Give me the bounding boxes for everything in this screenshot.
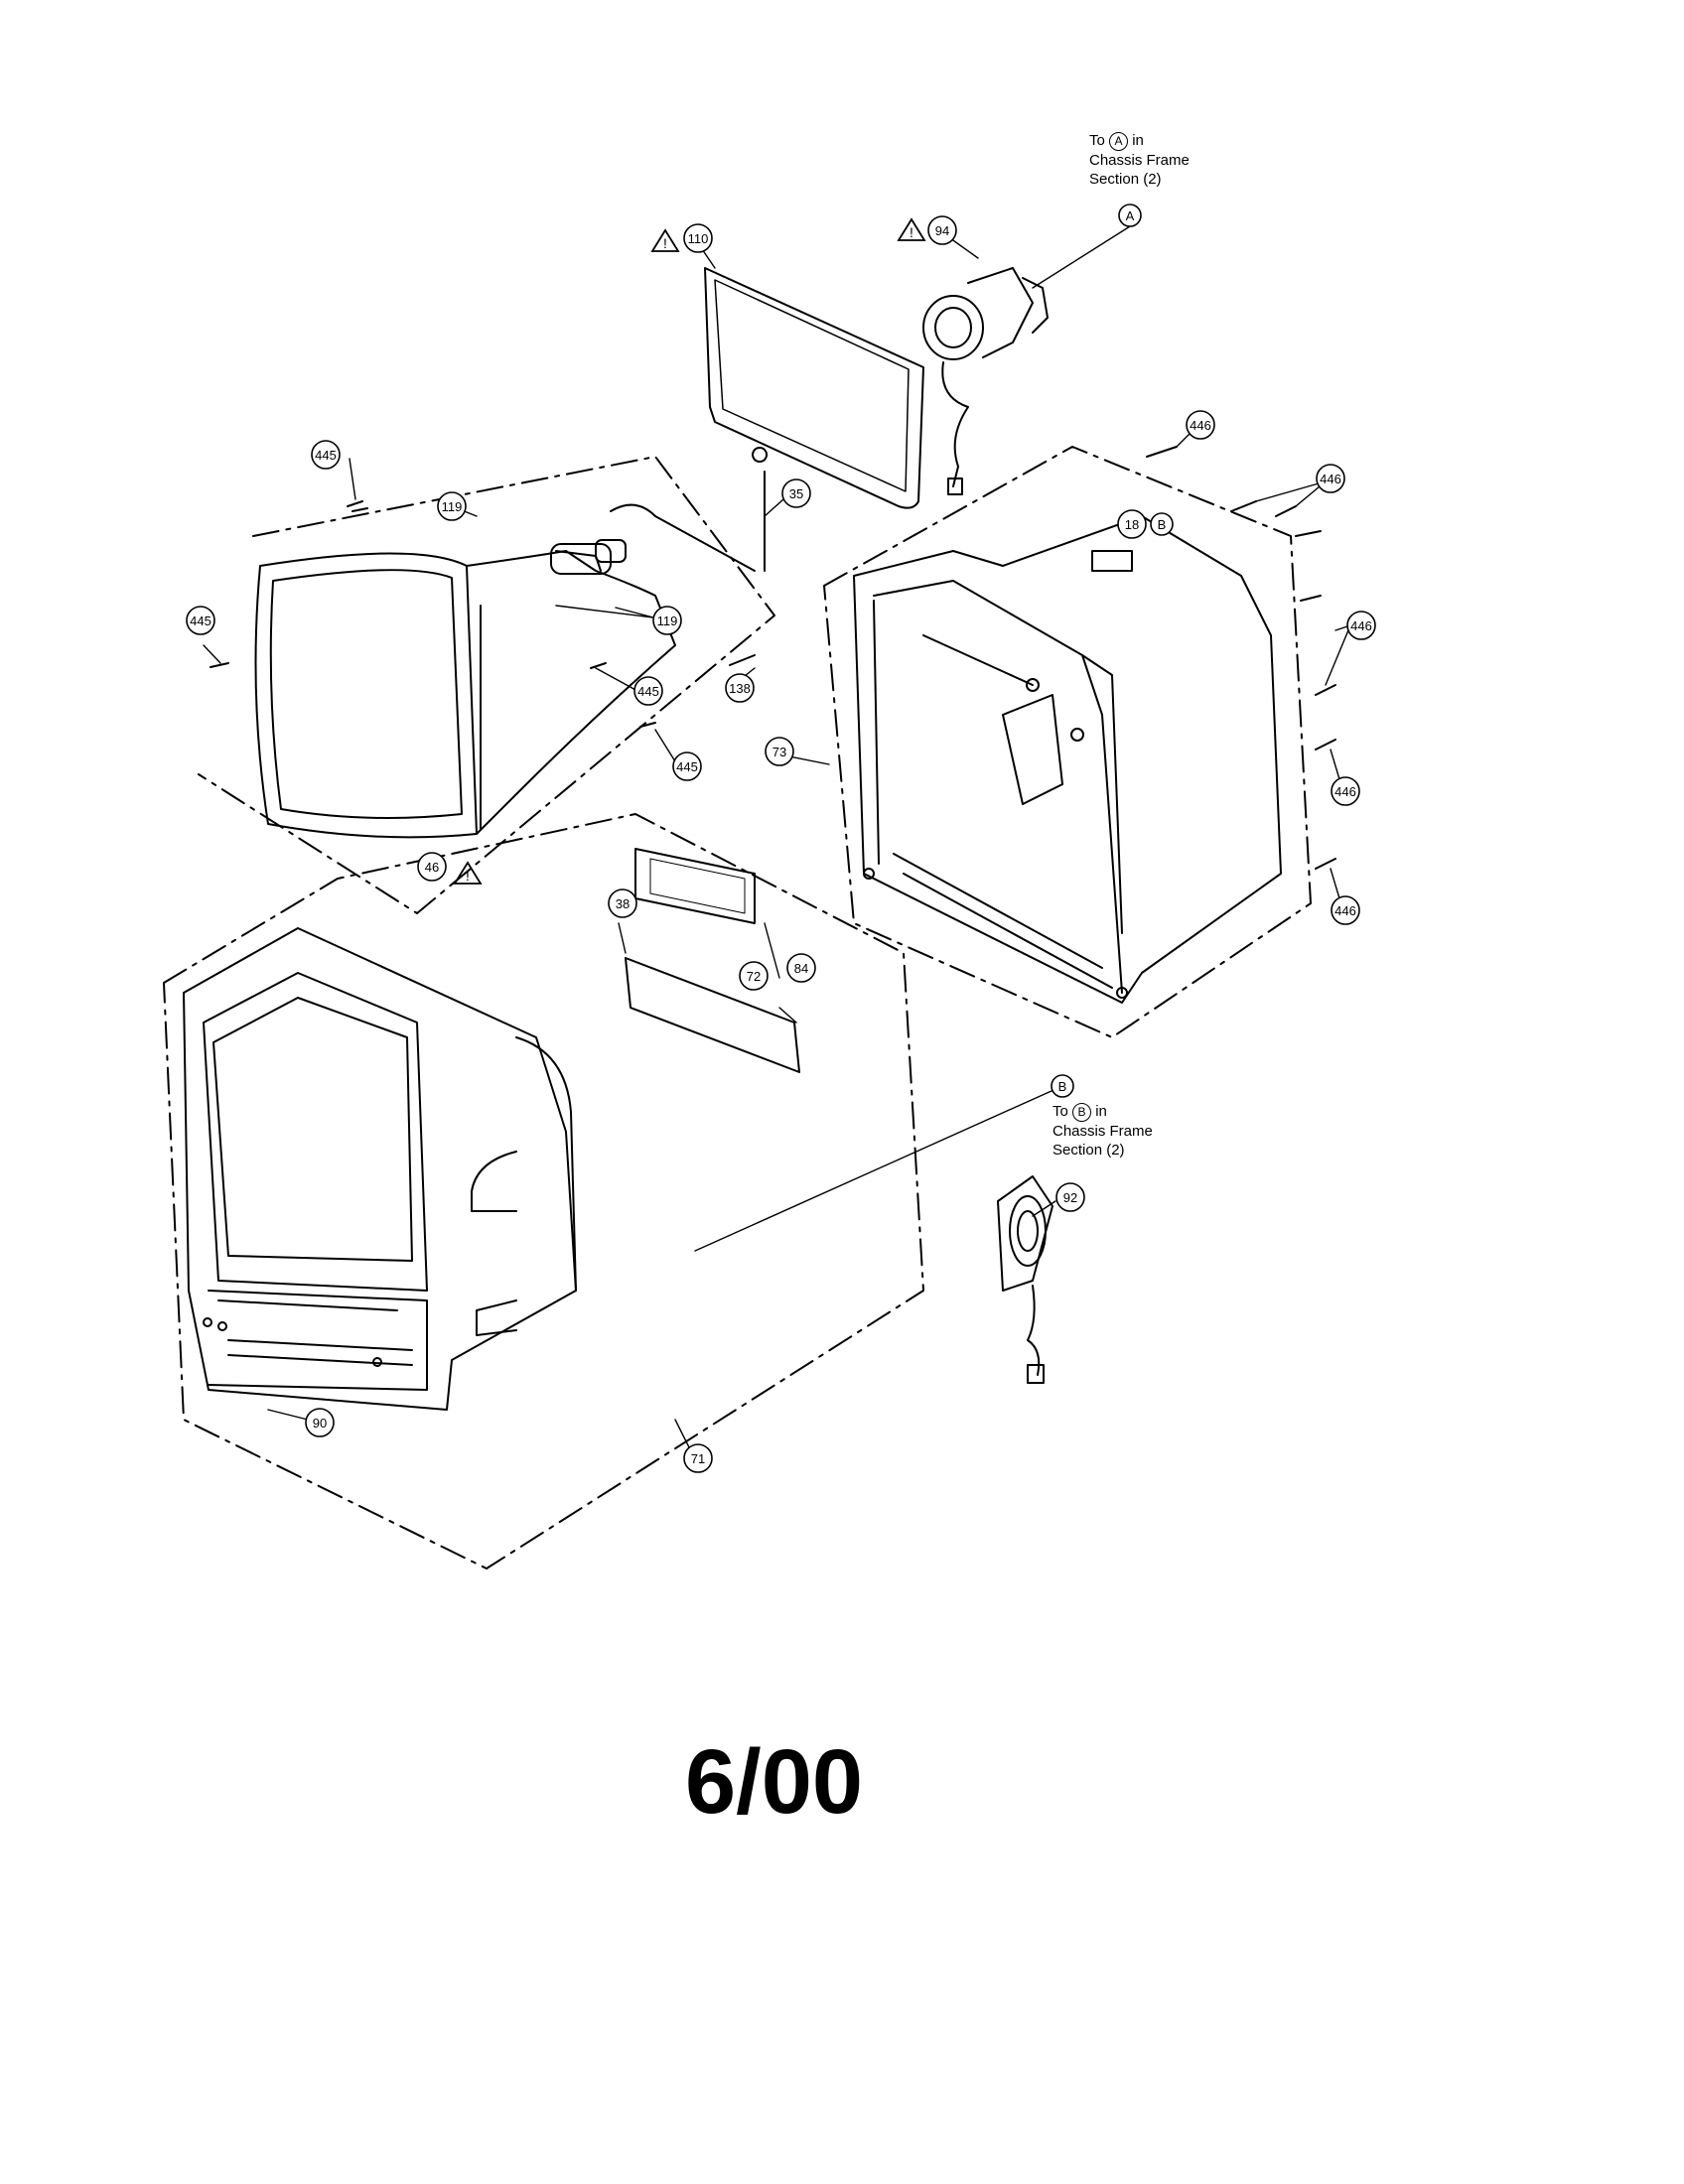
callout-label: 84 xyxy=(794,961,808,976)
speaker xyxy=(997,1175,1053,1384)
callout-446-right: 446 xyxy=(1346,611,1376,640)
svg-text:!: ! xyxy=(663,235,667,251)
chassis-frame xyxy=(853,515,1282,1004)
callout-label: 445 xyxy=(315,448,337,463)
cabinet-group-outline xyxy=(163,813,924,1570)
callout-label: 90 xyxy=(313,1416,327,1431)
callout-119-upper: 119 xyxy=(437,491,467,521)
callout-label: 73 xyxy=(772,745,786,759)
callout-label: 445 xyxy=(637,684,659,699)
cabinet xyxy=(183,927,577,1411)
callout-119-lower: 119 xyxy=(652,606,682,635)
callout-110: 110 xyxy=(683,223,713,253)
connector-ref-b-near-18: B xyxy=(1150,512,1174,536)
callout-18: 18 xyxy=(1117,509,1147,539)
callout-label: 110 xyxy=(688,231,709,246)
callout-446-top: 446 xyxy=(1186,410,1215,440)
svg-text:!: ! xyxy=(910,224,913,240)
callout-72: 72 xyxy=(739,961,769,991)
connector-marker-b: B xyxy=(1051,1074,1074,1098)
callout-label: 446 xyxy=(1320,472,1341,486)
connector-a-note: To A in Chassis Frame Section (2) xyxy=(1089,131,1190,188)
callout-445-mid: 445 xyxy=(633,676,663,706)
callout-label: 35 xyxy=(789,486,803,501)
callout-38: 38 xyxy=(608,888,637,918)
callout-94: 94 xyxy=(927,215,957,245)
callout-445-left: 445 xyxy=(186,606,215,635)
callout-label: 18 xyxy=(1125,517,1139,532)
callout-446-upper-right: 446 xyxy=(1316,464,1345,493)
callout-label: 446 xyxy=(1190,418,1211,433)
callout-71: 71 xyxy=(683,1443,713,1473)
callout-label: 72 xyxy=(747,969,761,984)
callout-label: 446 xyxy=(1350,618,1372,633)
page-date-label: 6/00 xyxy=(685,1731,864,1833)
callout-label: 119 xyxy=(657,614,678,628)
callout-label: 92 xyxy=(1063,1190,1077,1205)
callout-445-bottom: 445 xyxy=(672,751,702,781)
front-bracket xyxy=(625,957,800,1073)
callout-446-bottom-right: 446 xyxy=(1331,895,1360,925)
callout-46: 46 xyxy=(417,852,447,882)
callout-label: 138 xyxy=(729,681,751,696)
svg-text:B: B xyxy=(1158,517,1167,532)
callout-label: 71 xyxy=(691,1451,705,1466)
callout-446-lower-right: 446 xyxy=(1331,776,1360,806)
crt-picture-tube xyxy=(254,539,676,839)
callout-35: 35 xyxy=(781,478,811,508)
callout-label: 119 xyxy=(442,499,463,514)
callout-label: 46 xyxy=(425,860,439,875)
callout-84: 84 xyxy=(786,953,816,983)
deflection-yoke xyxy=(922,267,1049,495)
callout-138: 138 xyxy=(725,673,755,703)
control-board xyxy=(634,848,756,924)
callout-445-top: 445 xyxy=(311,440,341,470)
callout-73: 73 xyxy=(765,737,794,766)
callout-92: 92 xyxy=(1055,1182,1085,1212)
svg-text:!: ! xyxy=(466,868,470,884)
callout-90: 90 xyxy=(305,1408,335,1437)
leader-lines xyxy=(203,225,1351,1450)
degaussing-coil xyxy=(704,267,924,509)
screw-set xyxy=(210,446,1336,870)
callout-label: 446 xyxy=(1334,903,1356,918)
callout-label: 94 xyxy=(935,223,949,238)
svg-text:B: B xyxy=(1058,1079,1067,1094)
crt-group-outline xyxy=(198,456,775,914)
callout-label: 446 xyxy=(1334,784,1356,799)
svg-text:A: A xyxy=(1126,208,1135,223)
warning-triangles: ! ! ! xyxy=(453,217,926,885)
connector-marker-a: A xyxy=(1118,204,1142,227)
connector-b-note: To B in Chassis Frame Section (2) xyxy=(1052,1102,1153,1159)
callout-label: 38 xyxy=(616,896,630,911)
callout-label: 445 xyxy=(190,614,211,628)
ground-wire xyxy=(610,447,769,572)
chassis-frame-group-outline xyxy=(823,446,1312,1038)
callout-label: 445 xyxy=(676,759,698,774)
